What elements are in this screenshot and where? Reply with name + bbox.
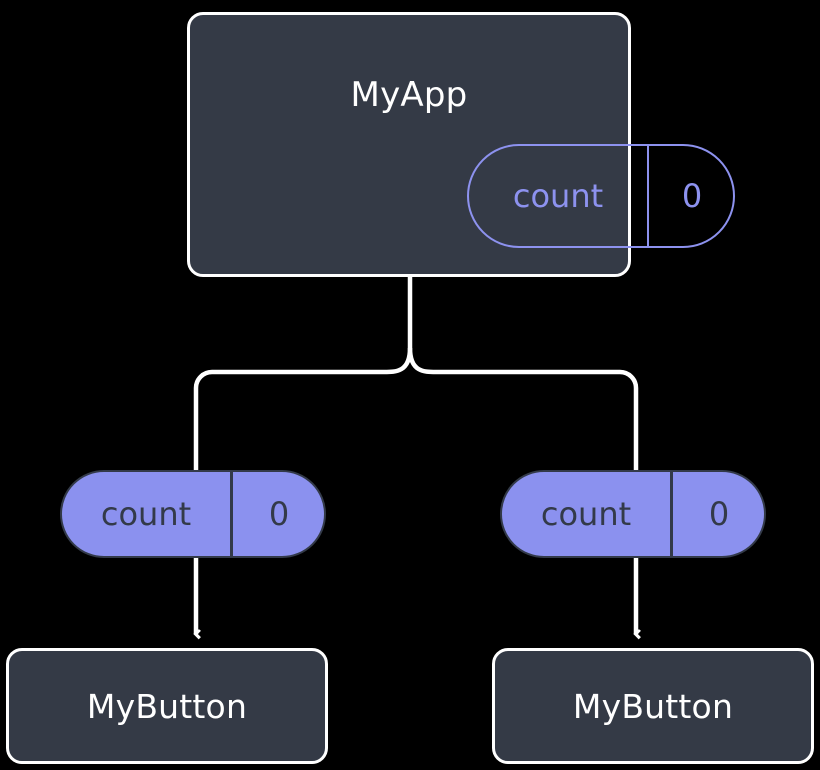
edge-root-to-child-0 <box>193 347 413 470</box>
node-myapp[interactable]: MyApp count 0 <box>187 12 735 277</box>
prop-pill-key: count <box>100 495 192 533</box>
prop-pill-value: 0 <box>670 472 764 556</box>
prop-pill-value: 0 <box>230 472 324 556</box>
state-pill-key: count <box>512 177 604 215</box>
prop-pill-child-1-count[interactable]: count 0 <box>500 470 766 558</box>
prop-pill-key: count <box>540 495 632 533</box>
node-mybutton-0-title: MyButton <box>86 686 248 726</box>
edge-root-to-child-1 <box>407 347 639 470</box>
node-mybutton-0[interactable]: MyButton <box>6 648 328 764</box>
state-pill-value: 0 <box>647 146 733 246</box>
node-myapp-title: MyApp <box>350 75 468 115</box>
node-mybutton-1-title: MyButton <box>572 686 734 726</box>
prop-pill-child-0-count[interactable]: count 0 <box>60 470 326 558</box>
state-pill-myapp-count[interactable]: count 0 <box>467 144 735 248</box>
node-mybutton-1[interactable]: MyButton <box>492 648 814 764</box>
